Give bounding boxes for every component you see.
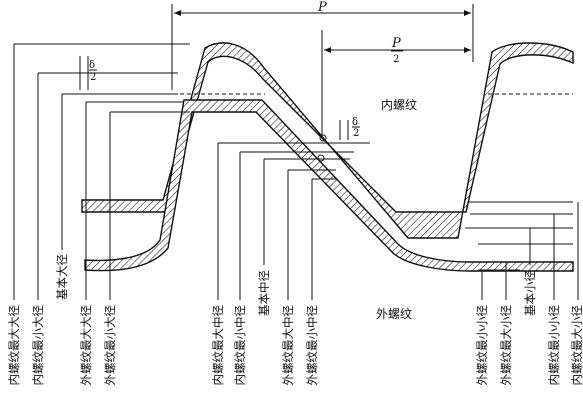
- right-diameter-labels: 外螺纹最小小径 外螺纹最大小径 基本小径 内螺纹最小小径 内螺纹最大小径: [475, 270, 583, 386]
- pitch-reference-lines: [217, 142, 370, 300]
- pitch-point-marker: [317, 154, 325, 162]
- external-min-major-diameter-label: 外螺纹最小大径: [103, 305, 117, 386]
- half-pitch-num: P: [391, 36, 401, 51]
- pitch-diameter-labels: 内螺纹最大中径 内螺纹最小中径 基本中径 外螺纹最大中径 外螺纹最小中径: [211, 270, 319, 386]
- external-thread-label: 外螺纹: [376, 307, 412, 321]
- left-reference-lines: [13, 43, 190, 300]
- half-pitch-den: 2: [393, 54, 399, 65]
- delta-half-dimension-mid: δ 2: [339, 117, 360, 140]
- internal-max-pitch-diameter-label: 内螺纹最大中径: [211, 305, 225, 386]
- basic-minor-diameter-label: 基本小径: [523, 270, 537, 316]
- internal-min-pitch-diameter-label: 内螺纹最小中径: [233, 305, 247, 386]
- internal-thread-label: 内螺纹: [381, 98, 417, 112]
- external-max-minor-diameter-label: 外螺纹最大小径: [499, 305, 513, 386]
- svg-text:δ: δ: [352, 117, 358, 128]
- external-max-major-diameter-label: 外螺纹最大大径: [79, 305, 93, 386]
- basic-pitch-diameter-label: 基本中径: [257, 270, 271, 316]
- pitch-point-marker: [319, 134, 327, 142]
- internal-min-major-diameter-label: 内螺纹最小大径: [31, 305, 45, 386]
- svg-text:δ: δ: [89, 60, 95, 71]
- external-max-pitch-diameter-label: 外螺纹最大中径: [281, 305, 295, 386]
- svg-text:2: 2: [353, 128, 359, 139]
- external-min-minor-diameter-label: 外螺纹最小小径: [475, 305, 489, 386]
- basic-major-diameter-label: 基本大径: [55, 254, 69, 300]
- internal-thread-profile: [81, 42, 574, 239]
- svg-text:2: 2: [90, 72, 96, 83]
- pitch-label: P: [317, 0, 327, 15]
- left-diameter-labels: 内螺纹最大大径 内螺纹最小大径 基本大径 外螺纹最大大径 外螺纹最小大径: [7, 254, 117, 386]
- pitch-dimension: P P 2: [171, 0, 474, 135]
- right-reference-lines: [465, 201, 579, 300]
- external-min-pitch-diameter-label: 外螺纹最小中径: [305, 305, 319, 386]
- internal-max-major-diameter-label: 内螺纹最大大径: [7, 305, 21, 386]
- internal-min-minor-diameter-label: 内螺纹最小小径: [547, 305, 561, 386]
- internal-max-minor-diameter-label: 内螺纹最大小径: [570, 305, 583, 386]
- external-thread-profile: [84, 99, 574, 272]
